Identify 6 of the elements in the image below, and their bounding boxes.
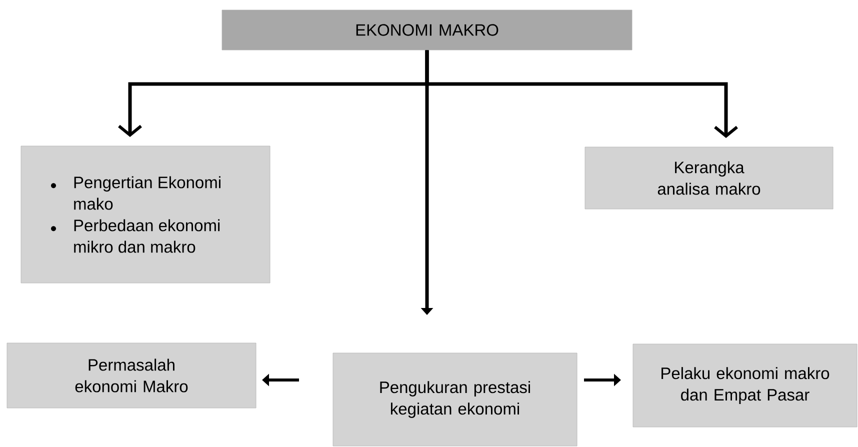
topic-box: Kerangka analisa makro [584, 146, 834, 210]
topic-box: Permasalah ekonomi Makro [6, 342, 256, 408]
topic-box: Pelaku ekonomi makro dan Empat Pasar [632, 344, 858, 428]
topic-box: Pengukuran prestasi kegiatan ekonomi [332, 352, 578, 446]
title-box: EKONOMI MAKRO [222, 10, 632, 50]
topic-box: Pengertian Ekonomi mako Perbedaan ekonomi mikro dan makro [20, 146, 270, 284]
